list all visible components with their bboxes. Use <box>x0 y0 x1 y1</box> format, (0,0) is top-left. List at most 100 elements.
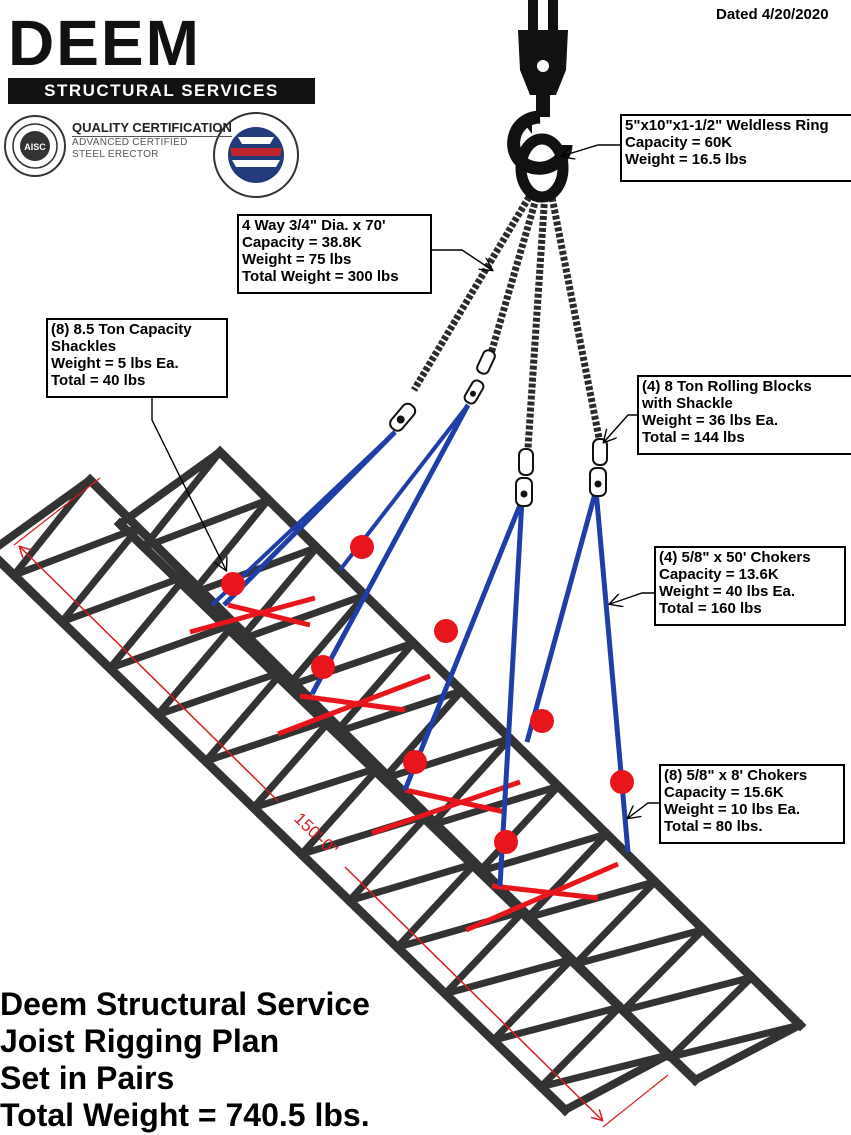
chain-leg <box>486 191 542 358</box>
bridging-bar <box>371 779 521 836</box>
certification-line2: STEEL ERECTOR <box>72 149 159 160</box>
joist-web <box>426 733 515 831</box>
pick-point <box>434 619 458 643</box>
rolling-block <box>476 349 496 375</box>
pick-point <box>350 535 374 559</box>
callout-rolling-blocks: (4) 8 Ton Rolling Blocks with Shackle We… <box>637 375 851 455</box>
callout-title: (4) 8 Ton Rolling Blocks <box>642 378 812 395</box>
callout-total: Total = 144 lbs <box>642 429 745 446</box>
leader-lines <box>151 144 659 818</box>
rolling-block <box>463 379 485 405</box>
aisc-seal-icon: AISC <box>4 115 66 177</box>
joist-web <box>9 523 143 580</box>
joist-web <box>200 666 288 767</box>
rolling-block <box>515 477 533 507</box>
callout-chokers-8: (8) 5/8" x 8' Chokers Capacity = 15.6K W… <box>659 764 845 844</box>
joist-web <box>152 618 240 720</box>
joist-web <box>153 667 288 720</box>
bridging-bar <box>227 602 311 628</box>
joist-web <box>139 447 225 553</box>
callout-capacity: Capacity = 60K <box>625 134 733 151</box>
joist-web <box>282 590 370 692</box>
leader-shackles <box>151 398 226 570</box>
callout-title: (8) 8.5 Ton Capacity <box>51 321 192 338</box>
leader-chokers50 <box>610 592 654 604</box>
leader-blocks <box>604 414 637 442</box>
callout-weight: Weight = 40 lbs Ea. <box>659 583 796 600</box>
joist-web <box>488 1002 625 1045</box>
callout-weight: Weight = 10 lbs Ea. <box>664 801 801 818</box>
plan-company: Deem Structural Service <box>0 986 370 1022</box>
choker-line <box>402 499 525 791</box>
pick-point <box>610 770 634 794</box>
callout-title: 5"x10"x1-1/2" Weldless Ring <box>625 117 829 134</box>
joist-web <box>235 590 370 645</box>
joist-web <box>618 924 709 1016</box>
callout-chokers-50: (4) 5/8" x 50' Chokers Capacity = 13.6K … <box>654 546 846 626</box>
callout-chain-sling: 4 Way 3/4" Dia. x 70' Capacity = 38.8K W… <box>237 214 432 294</box>
callout-shackles: (8) 8.5 Ton Capacity Shackles Weight = 5… <box>46 318 228 398</box>
joist-web <box>186 494 274 599</box>
joist-web <box>283 638 418 691</box>
joist-web <box>296 762 384 860</box>
joist-end-post <box>0 474 96 550</box>
joist-web <box>379 734 515 784</box>
joist-web <box>234 542 322 645</box>
callout-total: Total = 80 lbs. <box>664 818 763 835</box>
callout-title: 4 Way 3/4" Dia. x 70' <box>242 217 386 234</box>
date-label: Dated 4/20/2020 <box>716 6 829 23</box>
company-logo: DEEM STRUCTURAL SERVICES <box>8 7 315 104</box>
joist-web <box>187 543 322 598</box>
pick-point <box>494 830 518 854</box>
rolling-block-group <box>389 349 608 507</box>
joist-web <box>345 858 480 906</box>
bridging-bar <box>491 883 599 901</box>
joist-web <box>440 906 529 999</box>
joist-web <box>105 619 239 673</box>
pick-point-group <box>221 535 634 854</box>
callout-weight: Weight = 16.5 lbs <box>625 151 747 168</box>
logo-subtitle: STRUCTURAL SERVICES <box>8 78 315 104</box>
logo-wordmark: DEEM <box>8 7 201 79</box>
chain-leg <box>547 191 603 439</box>
callout-capacity: Capacity = 38.8K <box>242 234 362 251</box>
plan-title: Joist Rigging Plan <box>0 1023 280 1059</box>
joist-web <box>666 972 757 1062</box>
joist-web <box>522 877 660 923</box>
leader-chain <box>432 249 492 270</box>
bridging-bar <box>189 595 316 635</box>
joist-web <box>522 829 612 923</box>
joist-web <box>427 781 563 830</box>
pick-point <box>221 572 245 596</box>
joist-bottom-chord <box>0 555 572 1117</box>
bridging-group <box>189 595 619 933</box>
joist-web <box>248 714 336 813</box>
chain-leg <box>410 190 536 392</box>
certification-title: QUALITY CERTIFICATION <box>72 120 232 137</box>
bridging-bar <box>465 861 619 933</box>
chain-sling-group <box>410 190 603 449</box>
choker-line <box>497 499 525 887</box>
rolling-block <box>589 467 607 497</box>
joist-front <box>0 473 675 1117</box>
aisc-seal-text: AISC <box>24 142 46 152</box>
callout-weldless-ring: 5"x10"x1-1/2" Weldless Ring Capacity = 6… <box>620 114 851 182</box>
callout-total: Total Weight = 300 lbs <box>242 268 399 285</box>
callout-capacity: Capacity = 15.6K <box>664 784 784 801</box>
joist-web <box>570 925 708 969</box>
leader-ring <box>562 144 622 156</box>
joist-web <box>330 638 419 738</box>
joist-web <box>474 781 564 877</box>
callout-total: Total = 160 lbs <box>659 600 762 617</box>
callout-weight: Weight = 36 lbs Ea. <box>642 412 779 429</box>
joist-end-post <box>689 1019 806 1086</box>
joist-web <box>104 570 192 674</box>
joist-web <box>57 571 191 627</box>
leader-chokers8 <box>628 802 659 818</box>
joist-web <box>56 522 144 627</box>
joist-web <box>618 972 756 1015</box>
joist-web <box>201 715 336 766</box>
seaa-seal-icon <box>213 112 299 198</box>
callout-weight: Weight = 75 lbs <box>242 251 352 268</box>
